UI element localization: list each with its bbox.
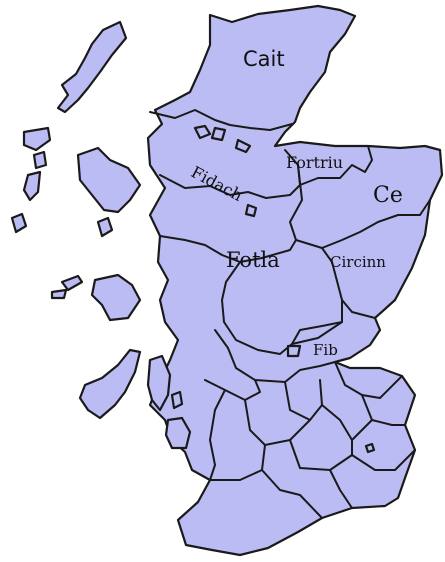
region-label-fortriu: Fortriu: [286, 153, 344, 172]
mainland-landmass: [146, 4, 444, 557]
region-label-cait: Cait: [243, 47, 285, 71]
region-label-fotla: Fotla: [226, 248, 280, 272]
southern-border-11: [351, 449, 416, 471]
south-uist-island: [22, 170, 42, 202]
loch-2: [210, 126, 227, 142]
loch-1: [193, 124, 212, 140]
southern-border-8: [209, 444, 266, 481]
skye-island: [76, 146, 142, 214]
argyll-border: [159, 235, 241, 263]
coll-island: [60, 274, 84, 292]
north-uist-island: [22, 126, 52, 152]
southern-border-7: [321, 404, 373, 441]
southern-border-10: [261, 469, 323, 519]
fotla-north-border: [289, 164, 431, 249]
southern-border-13: [209, 389, 226, 481]
rum-island: [96, 216, 114, 238]
region-label-ce: Ce: [373, 183, 403, 208]
arran-island: [164, 416, 192, 450]
fotla-south-border: [221, 261, 343, 355]
southern-border-12: [329, 469, 353, 509]
islay-jura-island: [78, 348, 142, 420]
barra-island: [10, 212, 28, 234]
bute-island: [170, 390, 184, 410]
fortriu-ce-border: [299, 145, 373, 186]
region-label-fib: Fib: [313, 341, 338, 359]
mull-island: [90, 273, 142, 322]
region-label-circinn: Circinn: [330, 253, 386, 271]
loch-6: [364, 442, 376, 454]
lewis-harris-island: [56, 20, 128, 114]
loch-5: [286, 344, 302, 358]
tiree-island: [50, 288, 68, 300]
kintyre-peninsula: [146, 354, 172, 412]
southern-border-5: [361, 394, 406, 426]
fib-border: [291, 321, 343, 345]
loch-3: [234, 138, 252, 154]
loch-4: [244, 203, 258, 218]
fotla-west-border: [239, 239, 297, 263]
cait-border: [149, 109, 293, 131]
southern-border-1: [214, 329, 336, 383]
benbecula-island: [32, 150, 48, 170]
